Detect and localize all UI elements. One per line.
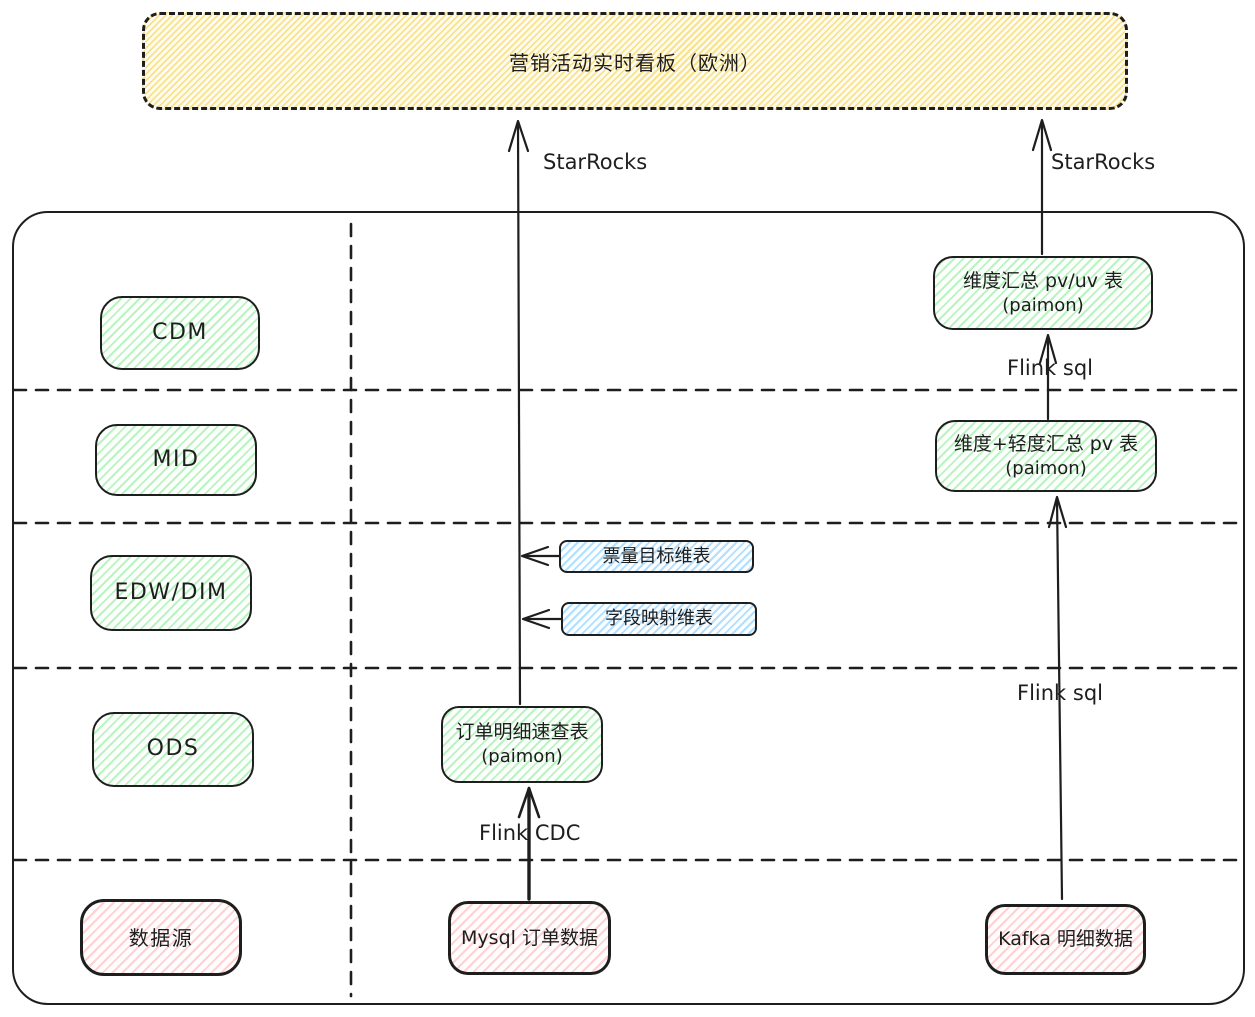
layer-box-edw-dim: EDW/DIM bbox=[90, 555, 252, 631]
layer-label: EDW/DIM bbox=[114, 579, 228, 605]
edge-label-flink-sql-lower: Flink sql bbox=[1017, 681, 1103, 705]
node-subtitle: (paimon) bbox=[1005, 457, 1087, 479]
layer-box-cdm: CDM bbox=[100, 296, 260, 370]
node-ticket-target-dim: 票量目标维表 bbox=[559, 540, 754, 573]
arrowhead-up-icon bbox=[1033, 120, 1051, 150]
node-subtitle: (paimon) bbox=[481, 746, 563, 768]
node-title: 维度汇总 pv/uv 表 bbox=[962, 269, 1124, 292]
layer-label: 数据源 bbox=[128, 925, 194, 950]
node-mysql-orders: Mysql 订单数据 bbox=[448, 901, 611, 975]
layer-box-mid: MID bbox=[95, 424, 257, 496]
edge-label-flink-cdc: Flink CDC bbox=[479, 821, 581, 845]
node-title: Kafka 明细数据 bbox=[998, 928, 1133, 951]
node-subtitle: (paimon) bbox=[1002, 294, 1084, 316]
dashboard-label: 营销活动实时看板（欧洲） bbox=[509, 50, 761, 75]
edge-label-starrocks-left: StarRocks bbox=[543, 150, 648, 174]
node-order-detail-table: 订单明细速查表 (paimon) bbox=[441, 706, 603, 783]
node-dim-light-pv-table: 维度+轻度汇总 pv 表 (paimon) bbox=[935, 420, 1157, 492]
dashboard-node: 营销活动实时看板（欧洲） bbox=[142, 12, 1128, 110]
edge-label-flink-sql-upper: Flink sql bbox=[1007, 356, 1093, 380]
node-title: 字段映射维表 bbox=[605, 608, 713, 630]
layer-box-ods: ODS bbox=[92, 712, 254, 787]
arrowhead-up-icon bbox=[509, 121, 528, 151]
layer-box-datasource: 数据源 bbox=[80, 899, 242, 976]
node-title: 票量目标维表 bbox=[602, 545, 711, 567]
layer-label: MID bbox=[152, 446, 200, 472]
layer-label: ODS bbox=[146, 736, 200, 762]
node-title: 订单明细速查表 bbox=[455, 721, 589, 744]
node-dim-pv-uv-table: 维度汇总 pv/uv 表 (paimon) bbox=[933, 256, 1153, 330]
node-kafka-detail: Kafka 明细数据 bbox=[985, 904, 1146, 975]
edge-label-starrocks-right: StarRocks bbox=[1051, 150, 1156, 174]
node-title: 维度+轻度汇总 pv 表 bbox=[953, 432, 1139, 455]
warehouse-container bbox=[12, 211, 1245, 1005]
node-title: Mysql 订单数据 bbox=[461, 926, 598, 949]
layer-label: CDM bbox=[152, 319, 208, 345]
node-field-mapping-dim: 字段映射维表 bbox=[561, 602, 757, 636]
